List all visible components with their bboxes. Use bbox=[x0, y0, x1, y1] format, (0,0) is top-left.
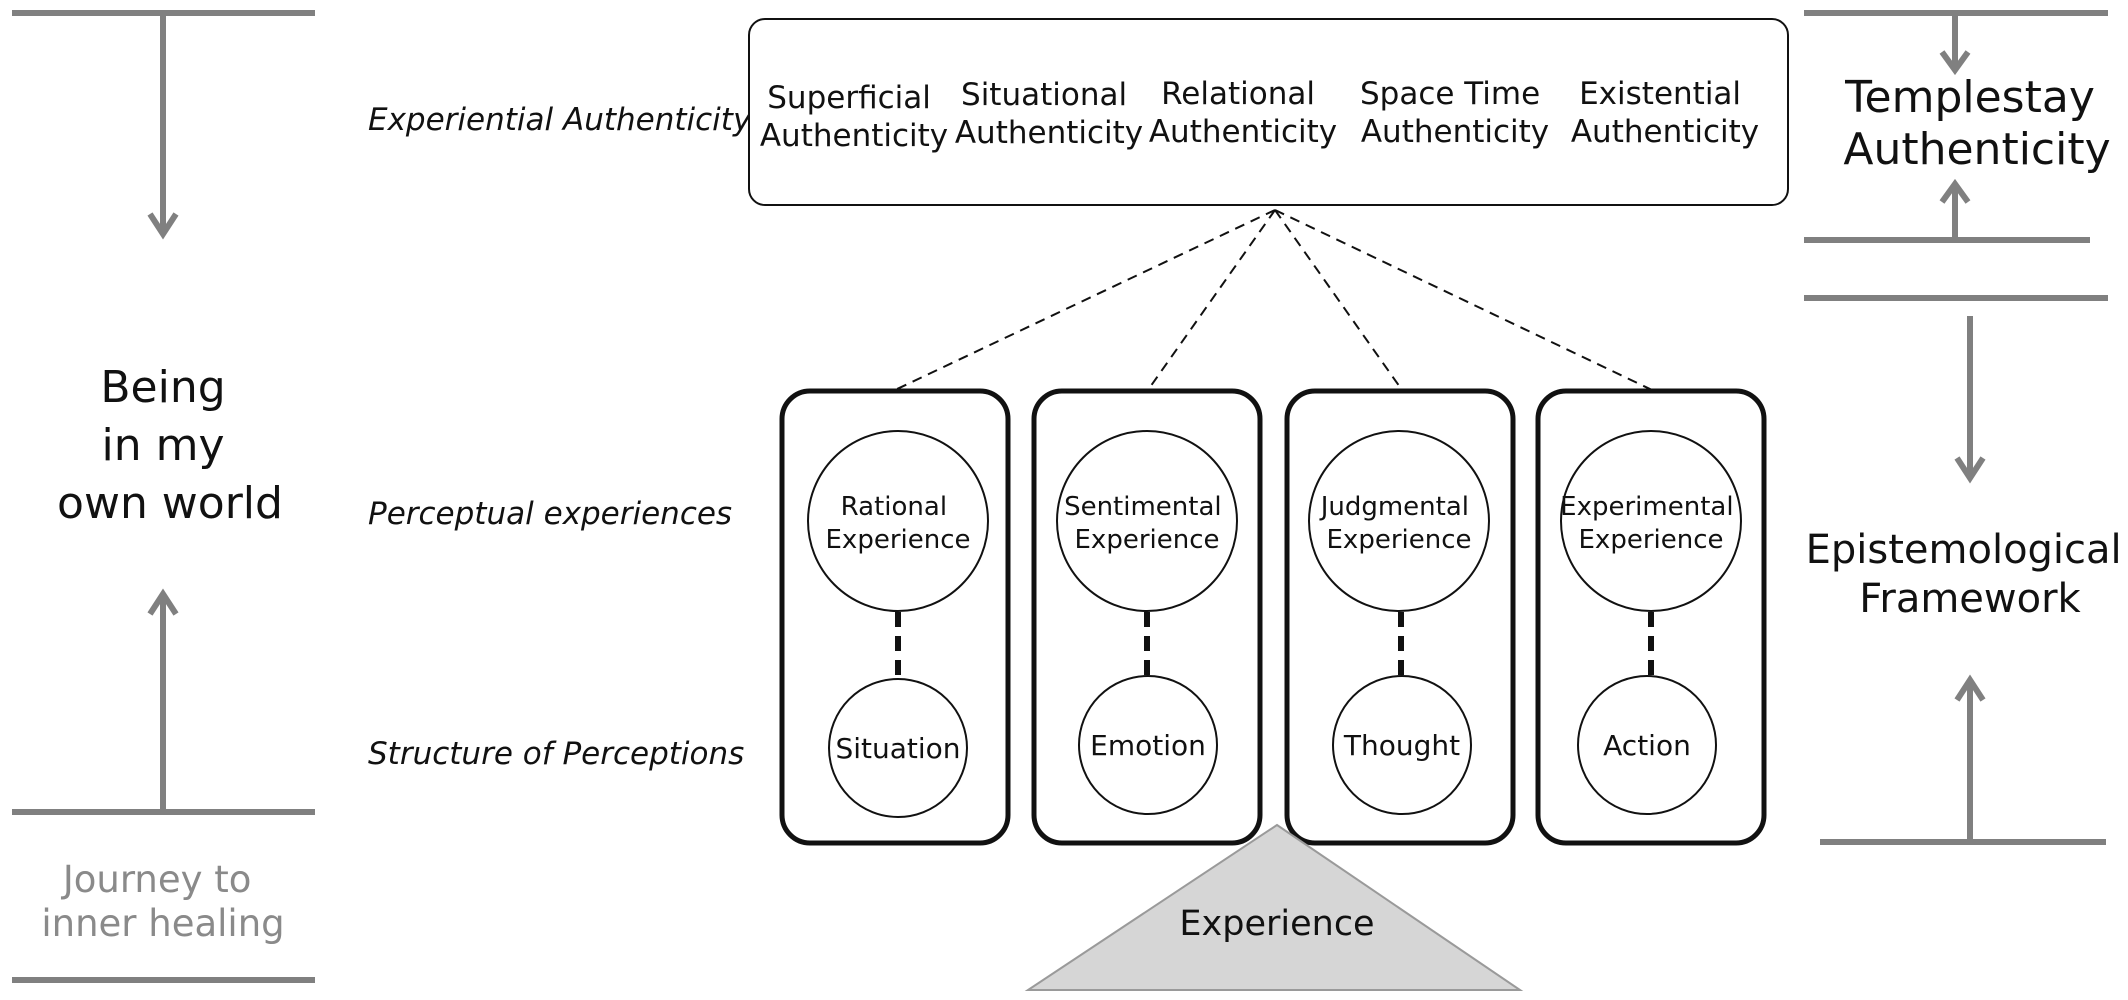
auth-superficial-line-2: Authenticity bbox=[760, 118, 948, 154]
right-up-arrowhead bbox=[1954, 674, 1986, 702]
auth-existential-line-2: Authenticity bbox=[1571, 114, 1759, 150]
experience-circle bbox=[807, 430, 989, 612]
connector-judgmental bbox=[1274, 209, 1403, 391]
auth-situational-line-2: Authenticity bbox=[955, 115, 1143, 151]
auth-situational-line-1: Situational bbox=[961, 77, 1127, 113]
structure-circle bbox=[1078, 675, 1218, 815]
authenticity-box-frame bbox=[748, 18, 1789, 206]
framework-label: Epistemological Framework bbox=[1806, 527, 2128, 622]
structure-circle bbox=[1332, 675, 1472, 815]
experience-base-label: Experience bbox=[1179, 904, 1374, 944]
journey-line-1: Journey to bbox=[61, 858, 252, 901]
experience-base: Experience bbox=[1024, 823, 1524, 991]
right-panel: Templestay Authenticity Epistemological … bbox=[1804, 10, 2128, 845]
structure-circle bbox=[828, 678, 968, 818]
column-frame bbox=[1284, 388, 1516, 846]
structure-label: Action bbox=[1603, 729, 1691, 762]
connector-rational bbox=[894, 209, 1276, 391]
experience-label-line-2: Experience bbox=[1579, 525, 1724, 555]
auth-relational-line-1: Relational bbox=[1161, 76, 1315, 112]
auth-superficial-line-1: Superficial bbox=[767, 80, 931, 116]
templestay-line-2: Authenticity bbox=[1843, 124, 2110, 175]
auth-spacetime-line-1: Space Time bbox=[1360, 76, 1540, 112]
auth-spacetime-line-2: Authenticity bbox=[1361, 114, 1549, 150]
experience-label-line-1: Rational bbox=[841, 492, 947, 522]
experience-label-line-1: Sentimental bbox=[1064, 492, 1222, 522]
framework-line-2: Framework bbox=[1859, 576, 2081, 622]
experience-label-line-2: Experience bbox=[1327, 525, 1472, 555]
being-title-line-3: own world bbox=[57, 478, 283, 529]
right-top-down-arrowhead bbox=[1939, 50, 1971, 76]
row-label-perceptual: Perceptual experiences bbox=[368, 496, 732, 532]
dashed-connectors bbox=[894, 209, 1653, 391]
journey-label: Journey to inner healing bbox=[41, 858, 284, 945]
structure-label: Situation bbox=[835, 732, 960, 765]
right-top-up-arrowhead bbox=[1939, 178, 1971, 204]
experience-label: Rational Experience bbox=[826, 492, 971, 555]
column-frame bbox=[779, 388, 1011, 846]
row-label-experiential: Experiential Authenticity bbox=[368, 102, 752, 138]
templestay-label: Templestay Authenticity bbox=[1843, 72, 2110, 175]
being-title: Being in my own world bbox=[57, 362, 283, 529]
auth-relational-line-2: Authenticity bbox=[1149, 114, 1337, 150]
structure-label: Thought bbox=[1343, 729, 1460, 762]
perception-column-rational: Rational Experience Situation bbox=[779, 388, 1011, 846]
journey-line-2: inner healing bbox=[41, 902, 284, 945]
column-frame bbox=[1031, 388, 1263, 846]
experience-label-line-2: Experience bbox=[826, 525, 971, 555]
experience-label-line-1: Judgmental bbox=[1319, 492, 1469, 522]
experience-label: Judgmental Experience bbox=[1319, 492, 1478, 555]
auth-relational: Relational Authenticity bbox=[1149, 76, 1337, 150]
left-panel: Being in my own world Journey to inner h… bbox=[12, 10, 315, 983]
auth-spacetime: Space Time Authenticity bbox=[1360, 76, 1550, 150]
experience-circle bbox=[1056, 430, 1238, 612]
experience-label-line-2: Experience bbox=[1075, 525, 1220, 555]
connector-experimental bbox=[1274, 209, 1653, 391]
being-title-line-2: in my bbox=[102, 420, 225, 471]
perception-column-experimental: Experimental Experience Action bbox=[1535, 388, 1767, 846]
experience-label: Experimental Experience bbox=[1560, 492, 1742, 555]
templestay-line-1: Templestay bbox=[1844, 72, 2095, 123]
auth-superficial: Superficial Authenticity bbox=[760, 80, 948, 154]
experience-label: Sentimental Experience bbox=[1064, 492, 1230, 555]
structure-circle bbox=[1577, 675, 1717, 815]
framework-line-1: Epistemological bbox=[1806, 527, 2122, 573]
experience-circle bbox=[1308, 430, 1490, 612]
authenticity-box: Superficial Authenticity Situational Aut… bbox=[748, 18, 1789, 206]
auth-situational: Situational Authenticity bbox=[955, 77, 1143, 151]
auth-existential: Existential Authenticity bbox=[1571, 76, 1759, 150]
experience-label-line-1: Experimental bbox=[1560, 492, 1733, 522]
experience-circle bbox=[1560, 430, 1742, 612]
perception-column-sentimental: Sentimental Experience Emotion bbox=[1031, 388, 1263, 846]
left-down-arrowhead bbox=[147, 212, 179, 240]
row-label-structure: Structure of Perceptions bbox=[368, 736, 744, 772]
auth-existential-line-1: Existential bbox=[1579, 76, 1741, 112]
left-up-arrowhead bbox=[147, 588, 179, 616]
experience-triangle bbox=[1024, 823, 1524, 991]
structure-label: Emotion bbox=[1090, 729, 1206, 762]
column-frame bbox=[1535, 388, 1767, 846]
right-down-arrowhead bbox=[1954, 456, 1986, 484]
perception-column-judgmental: Judgmental Experience Thought bbox=[1284, 388, 1516, 846]
connector-sentimental bbox=[1147, 209, 1276, 391]
being-title-line-1: Being bbox=[100, 362, 225, 413]
